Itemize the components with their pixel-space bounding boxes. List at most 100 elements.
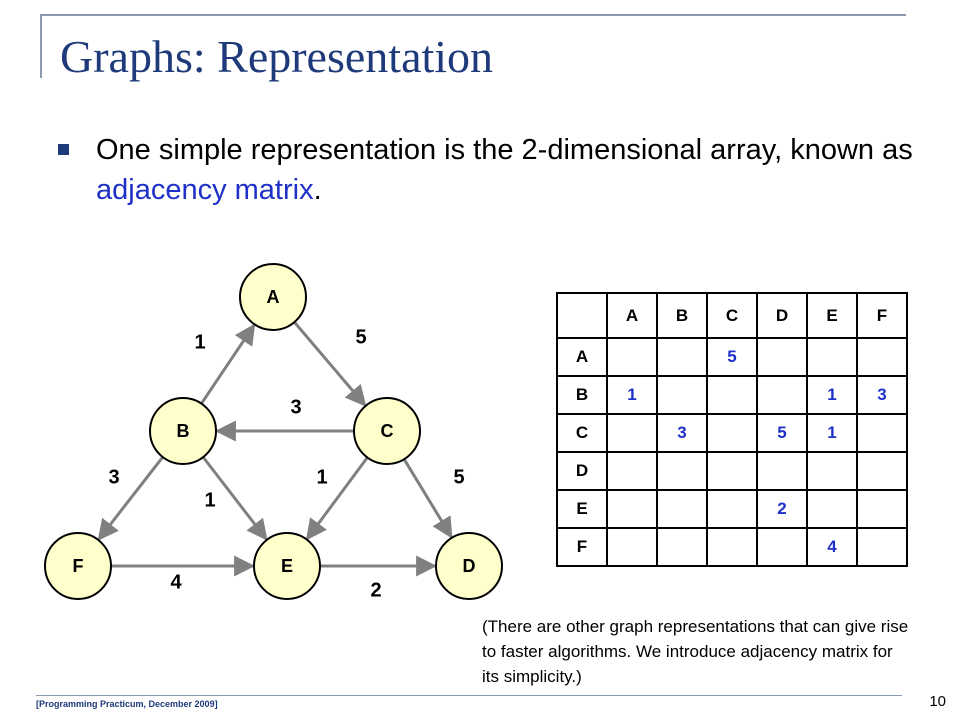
matrix-cell: 1 [806,375,858,415]
matrix-cell [656,489,708,529]
matrix-column-header: B [656,292,708,339]
edge-weight-f-e: 4 [170,571,182,593]
node-a [239,263,307,331]
matrix-cell [706,451,758,491]
edge-c-e [305,456,369,541]
matrix-cell [606,489,658,529]
matrix-cell [656,337,708,377]
matrix-corner-cell [556,292,608,339]
bullet-item: One simple representation is the 2-dimen… [58,130,918,210]
edge-weight-c-e: 1 [316,466,327,488]
matrix-cell: 1 [806,413,858,453]
bullet-text-after: . [313,174,322,206]
graph-diagram: 1 5 3 3 1 1 5 4 2 A B C D E F [44,263,503,601]
matrix-row-header: E [556,489,608,529]
weights-layer: 1 5 3 3 1 1 5 4 2 [108,326,464,601]
matrix-cell [806,451,858,491]
matrix-row-header: B [556,375,608,415]
node-e [253,532,321,600]
matrix-cell: 3 [856,375,908,415]
matrix-cell: 1 [606,375,658,415]
footer-citation: [Programming Practicum, December 2009] [36,699,218,709]
matrix-column-header: D [756,292,808,339]
matrix-cell [606,527,658,567]
matrix-cell [706,413,758,453]
matrix-column-header: A [606,292,658,339]
bullet-text: One simple representation is the 2-dimen… [96,130,918,210]
edge-b-f [97,456,164,541]
node-label-f: F [73,556,84,576]
decor-horizontal-line [40,14,906,16]
slide-title: Graphs: Representation [60,31,494,82]
matrix-cell [606,413,658,453]
matrix-cell: 5 [706,337,758,377]
edges-layer [97,321,453,577]
matrix-cell [706,527,758,567]
edge-weight-c-b: 3 [290,396,301,418]
matrix-cell: 3 [656,413,708,453]
matrix-cell [806,489,858,529]
bullet-text-before: One simple representation is the 2-dimen… [96,134,913,166]
matrix-cell [856,489,908,529]
matrix-cell [656,451,708,491]
edge-b-e [201,456,268,541]
matrix-row: D [556,451,908,491]
matrix-cell [756,337,808,377]
node-label-d: D [463,556,476,576]
node-d [435,532,503,600]
matrix-column-header: F [856,292,908,339]
edge-weight-b-a: 1 [194,331,205,353]
edge-weight-c-d: 5 [453,466,464,488]
edge-weight-b-f: 3 [108,466,119,488]
matrix-row-header: C [556,413,608,453]
edge-weight-a-c: 5 [355,326,366,348]
page-number: 10 [929,693,946,710]
matrix-cell: 5 [756,413,808,453]
matrix-cell [706,489,758,529]
matrix-cell [856,413,908,453]
edge-c-d [402,458,453,539]
matrix-cell [606,451,658,491]
matrix-cell [756,527,808,567]
matrix-cell [756,375,808,415]
matrix-row-header: F [556,527,608,567]
matrix-cell [756,451,808,491]
matrix-column-header: E [806,292,858,339]
matrix-cell [656,527,708,567]
node-label-c: C [381,421,394,441]
node-label-e: E [281,556,293,576]
edge-a-c [293,321,367,407]
note-text: (There are other graph representations t… [482,617,909,686]
matrix-cell [656,375,708,415]
matrix-row-header: A [556,337,608,377]
node-label-b: B [177,421,190,441]
matrix-cell [856,337,908,377]
node-f [44,532,112,600]
decor-vertical-line [40,14,42,78]
edge-weight-b-e: 1 [204,489,215,511]
edge-weight-e-d: 2 [370,579,381,601]
node-b [149,397,217,465]
edge-b-a [200,323,256,405]
node-c [353,397,421,465]
nodes-layer: A B C D E F [44,263,503,600]
matrix-cell [806,337,858,377]
footer-divider [36,695,902,696]
node-label-a: A [267,287,280,307]
matrix-cell [856,451,908,491]
matrix-column-header: C [706,292,758,339]
matrix-cell: 2 [756,489,808,529]
square-bullet-icon [58,144,69,155]
matrix-cell [606,337,658,377]
bullet-highlight: adjacency matrix [96,174,314,206]
matrix-cell: 4 [806,527,858,567]
matrix-row-header: D [556,451,608,491]
matrix-cell [706,375,758,415]
